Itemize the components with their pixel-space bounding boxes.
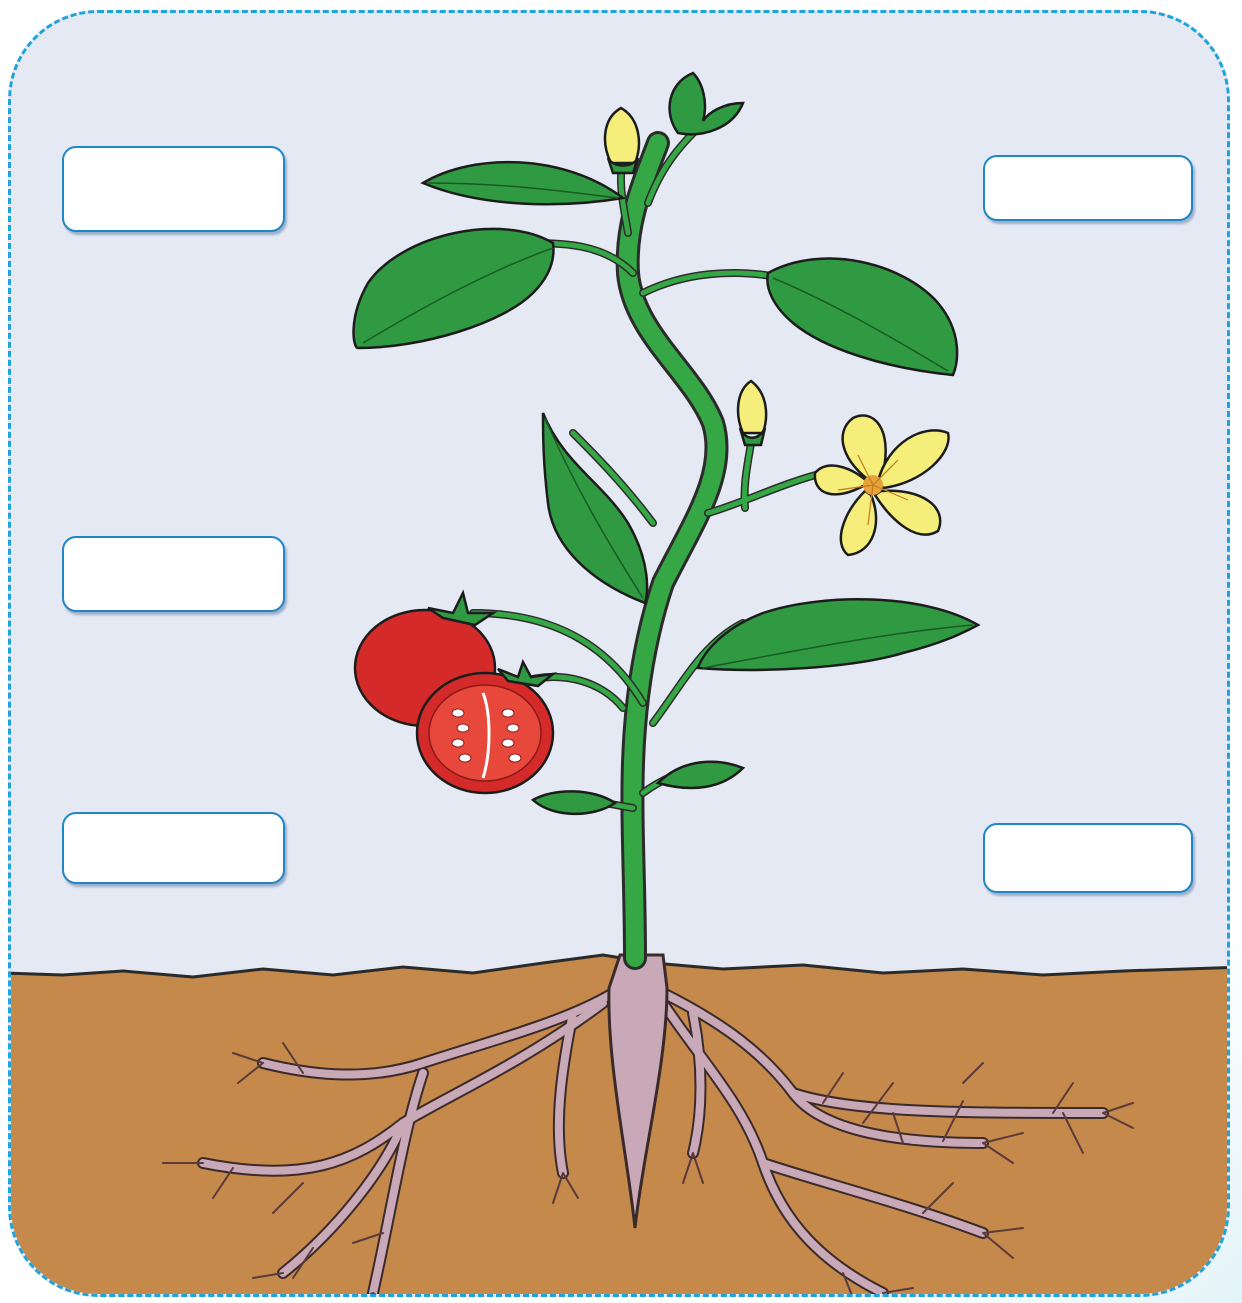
leaf-small-right <box>658 762 743 788</box>
label-box-right-top[interactable] <box>983 155 1193 221</box>
flower <box>815 415 949 555</box>
label-box-left-bottom[interactable] <box>62 812 285 884</box>
label-box-right-top-text <box>985 157 1191 177</box>
leaf-small-left <box>533 791 615 814</box>
bud-right <box>738 381 766 433</box>
label-box-left-top[interactable] <box>62 146 285 232</box>
tomatoes <box>355 593 553 793</box>
label-box-right-bottom-text <box>985 825 1191 845</box>
label-box-left-top-text <box>64 148 283 168</box>
leaf-upper-right <box>767 259 957 375</box>
leaf-middle-left <box>543 413 647 603</box>
label-box-left-bottom-text <box>64 814 283 834</box>
label-box-right-bottom[interactable] <box>983 823 1193 893</box>
bud-top <box>605 108 639 163</box>
label-box-left-middle[interactable] <box>62 536 285 612</box>
leaf-middle-right <box>698 599 978 670</box>
leaf-top-cluster <box>670 73 743 134</box>
label-box-left-middle-text <box>64 538 283 558</box>
